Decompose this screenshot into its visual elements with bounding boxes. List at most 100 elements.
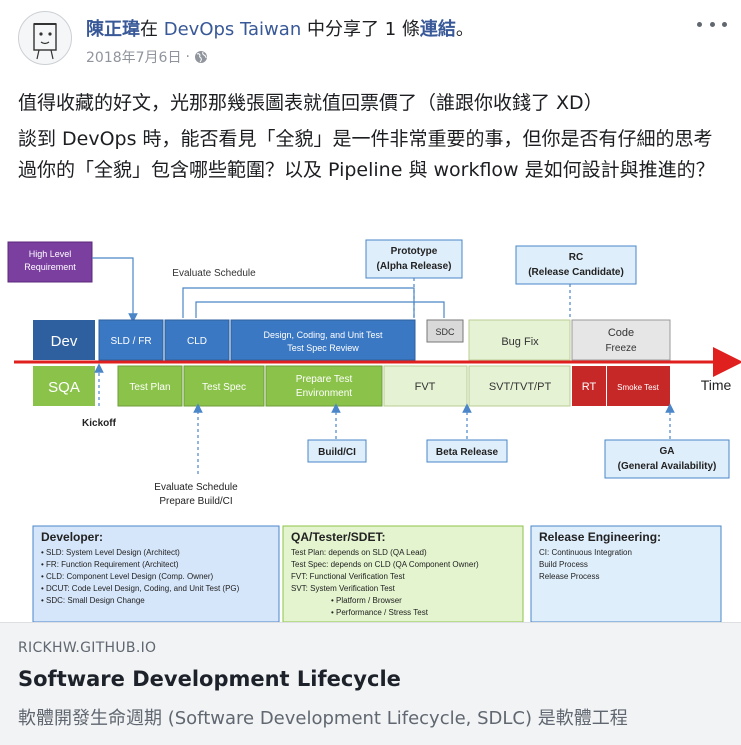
bug-fix-box [468, 319, 571, 361]
more-dot [709, 21, 715, 27]
cld-box [164, 319, 230, 361]
prototype-line1: Prototype [391, 246, 438, 257]
post-header: 陳正瑋在 DevOps Taiwan 中分享了 1 條連結。 [86, 15, 474, 41]
developer-title: Developer: [41, 530, 103, 544]
post-date-link[interactable]: 2018年7月6日 [86, 50, 182, 66]
code-freeze-box [571, 319, 671, 361]
sdc-label: SDC [435, 327, 455, 337]
more-options-button[interactable] [697, 14, 727, 34]
dcut-line2: Test Spec Review [287, 343, 359, 353]
evaluate-loop-outer [182, 287, 415, 318]
smoke-test-box [607, 366, 670, 406]
author-name-link[interactable]: 陳正瑋 [86, 19, 140, 40]
re-item: Release Process [539, 572, 599, 581]
sqa-label-box [33, 366, 95, 406]
developer-legend: Developer: • SLD: System Level Design (A… [32, 525, 280, 623]
sqa-label: SQA [48, 379, 80, 396]
sdlc-diagram-image: High Level Requirement Evaluate Schedule… [0, 234, 741, 623]
sdc-box [426, 319, 464, 343]
post-meta: 2018年7月6日 · [86, 47, 208, 67]
time-label: Time [701, 377, 732, 393]
card-domain: RICKHW.GITHUB.IO [18, 640, 157, 656]
beta-release-box [426, 439, 508, 463]
ga-line1: GA [660, 446, 675, 457]
rt-box [572, 366, 606, 406]
meta-separator: · [185, 49, 190, 65]
avatar-sketch-icon [33, 23, 57, 60]
dcut-line1: Design, Coding, and Unit Test [264, 330, 383, 340]
evaluate-schedule-top: Evaluate Schedule [172, 268, 256, 279]
sld-fr-box [98, 319, 164, 361]
dcut-box [230, 319, 416, 361]
test-spec-label: Test Spec [202, 382, 246, 393]
hlr-line2: Requirement [24, 262, 76, 272]
rc-line2: (Release Candidate) [528, 267, 624, 278]
qa-item: Test Plan: depends on SLD (QA Lead) [291, 548, 427, 557]
hlr-line1: High Level [29, 249, 72, 259]
prepare-env-box [265, 365, 383, 407]
post-paragraph-2: 談到 DevOps 時，能否看見「全貌」是一件非常重要的事，但你是否有仔細的思考… [18, 128, 715, 181]
re-item: CI: Continuous Integration [539, 548, 632, 557]
qa-item: FVT: Functional Verification Test [291, 572, 405, 581]
header-connector: 在 [140, 19, 158, 40]
test-plan-box [117, 365, 183, 407]
qa-item: Test Spec: depends on CLD (QA Component … [291, 560, 479, 569]
qa-item: • Platform / Browser [331, 596, 402, 605]
more-dot [697, 21, 702, 27]
header-period: 。 [455, 19, 474, 40]
prepare-env-line1: Prepare Test [296, 374, 353, 385]
link-preview-card[interactable]: High Level Requirement Evaluate Schedule… [0, 234, 741, 745]
smoke-test-label: Smoke Test [617, 383, 659, 392]
svt-box [468, 365, 571, 407]
rc-line1: RC [569, 252, 583, 263]
fvt-box [383, 365, 468, 407]
prototype-box: Prototype (Alpha Release) [365, 239, 463, 279]
release-engineering-legend: Release Engineering: CI: Continuous Inte… [530, 525, 722, 623]
re-title: Release Engineering: [539, 530, 661, 544]
beta-release-label: Beta Release [436, 447, 499, 458]
code-freeze-line1: Code [608, 327, 634, 339]
qa-legend: QA/Tester/SDET: Test Plan: depends on SL… [282, 525, 524, 623]
header-action: 中分享了 1 條 [306, 19, 420, 40]
dev-label: Dev [51, 333, 78, 350]
evaluate-loop-inner [195, 301, 445, 318]
link-preview-footer[interactable]: RICKHW.GITHUB.IO Software Development Li… [0, 622, 741, 745]
high-level-requirement-box: High Level Requirement [7, 241, 93, 283]
test-spec-box [183, 365, 265, 407]
hlr-arrow [92, 257, 138, 323]
globe-icon[interactable] [194, 50, 208, 64]
developer-item: • FR: Function Requirement (Architect) [41, 560, 179, 569]
svt-label: SVT/TVT/PT [489, 381, 552, 393]
sdlc-diagram: High Level Requirement Evaluate Schedule… [7, 239, 741, 623]
developer-item: • SDC: Small Design Change [41, 596, 145, 605]
post-paragraph-1: 值得收藏的好文，光那那幾張圖表就值回票價了（誰跟你收錢了 XD） [18, 92, 603, 114]
link-word-link[interactable]: 連結 [419, 19, 456, 40]
rc-box: RC (Release Candidate) [515, 245, 637, 285]
kickoff-label: Kickoff [82, 418, 117, 429]
developer-item: • SLD: System Level Design (Architect) [41, 548, 180, 557]
build-ci-box [307, 439, 367, 463]
sld-fr-label: SLD / FR [110, 336, 151, 347]
prototype-line2: (Alpha Release) [376, 261, 451, 272]
qa-item: SVT: System Verification Test [291, 584, 396, 593]
test-plan-label: Test Plan [129, 382, 170, 393]
developer-item: • CLD: Component Level Design (Comp. Own… [41, 572, 214, 581]
developer-item: • DCUT: Code Level Design, Coding, and U… [41, 584, 240, 593]
dev-label-box [33, 320, 95, 360]
cld-label: CLD [187, 336, 207, 347]
code-freeze-line2: Freeze [605, 343, 637, 354]
build-ci-label: Build/CI [318, 447, 356, 458]
ga-line2: (General Availability) [618, 461, 717, 472]
bug-fix-label: Bug Fix [501, 336, 539, 348]
ga-box [604, 439, 730, 479]
qa-item: • Performance / Stress Test [331, 608, 429, 617]
more-dot [722, 21, 727, 27]
group-name-link[interactable]: DevOps Taiwan [163, 19, 302, 40]
evaluate-bottom-line2: Prepare Build/CI [159, 496, 232, 507]
card-title[interactable]: Software Development Lifecycle [18, 667, 401, 691]
evaluate-bottom-line1: Evaluate Schedule [154, 482, 238, 493]
re-item: Build Process [539, 560, 588, 569]
author-avatar[interactable] [18, 11, 72, 65]
qa-title: QA/Tester/SDET: [291, 530, 385, 544]
